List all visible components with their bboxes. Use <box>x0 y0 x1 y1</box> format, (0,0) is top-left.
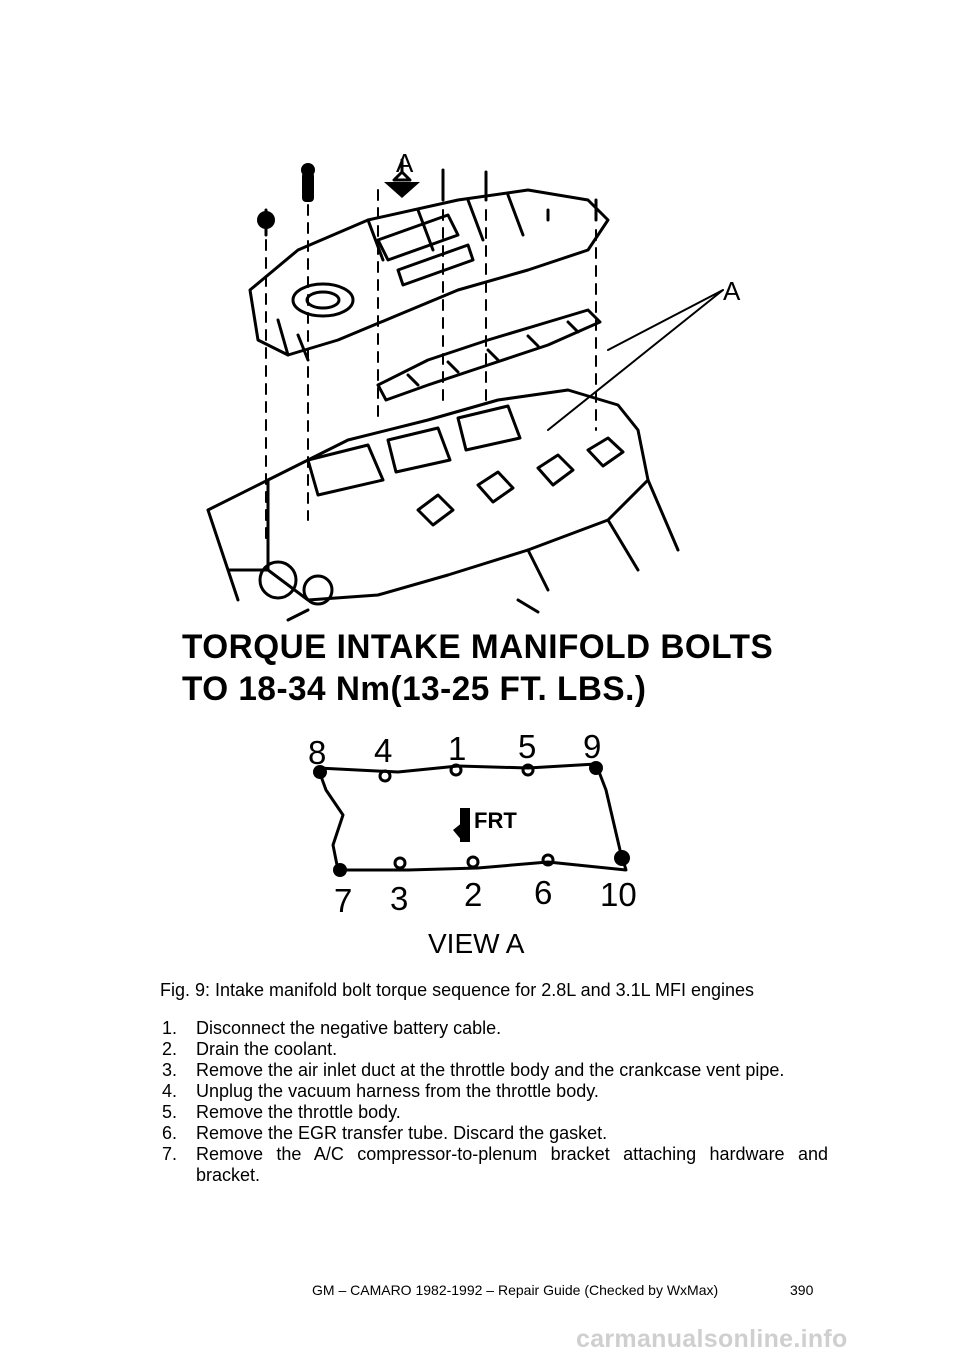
step-number: 6. <box>162 1123 178 1143</box>
step-number: 3. <box>162 1060 178 1080</box>
step-number: 2. <box>162 1039 178 1059</box>
torque-spec-line2: TO 18-34 Nm(13-25 FT. LBS.) <box>182 670 647 708</box>
bolt-number-4: 4 <box>374 732 393 769</box>
step-item: 2. Drain the coolant. <box>160 1039 828 1060</box>
bolt-number-8: 8 <box>308 734 327 771</box>
step-text: Unplug the vacuum harness from the throt… <box>196 1081 599 1101</box>
bolt-number-9: 9 <box>583 728 602 765</box>
step-number: 1. <box>162 1018 178 1038</box>
manifold-figure: A A TORQUE INTAKE MANIFOLD BOLTS TO 18-3… <box>168 100 792 968</box>
bolt-number-6: 6 <box>534 874 553 911</box>
watermark-text: carmanualsonline.info <box>576 1325 848 1353</box>
page-number: 390 <box>790 1282 814 1298</box>
step-text: Remove the air inlet duct at the throttl… <box>196 1060 785 1080</box>
bolt-number-10: 10 <box>600 876 637 913</box>
step-item: 3. Remove the air inlet duct at the throt… <box>160 1060 828 1081</box>
view-a-label: VIEW A <box>428 928 525 959</box>
step-number: 5. <box>162 1102 178 1122</box>
step-text: Disconnect the negative battery cable. <box>196 1018 502 1038</box>
step-item: 1. Disconnect the negative battery cable. <box>160 1018 828 1039</box>
figure-caption: Fig. 9: Intake manifold bolt torque sequ… <box>160 980 755 1000</box>
step-item: 5. Remove the throttle body. <box>160 1102 828 1123</box>
footer-title: GM – CAMARO 1982-1992 – Repair Guide (Ch… <box>312 1282 719 1298</box>
engine-illustration <box>206 158 724 877</box>
callout-a-top: A <box>396 148 414 178</box>
step-text: Drain the coolant. <box>196 1039 338 1059</box>
bolt-number-3: 3 <box>390 880 409 917</box>
front-label: FRT <box>474 808 517 833</box>
step-number: 7. <box>162 1144 178 1164</box>
step-text: Remove the A/C compressor-to-plenum brac… <box>196 1144 828 1185</box>
bolt-number-5: 5 <box>518 728 537 765</box>
step-item: 6. Remove the EGR transfer tube. Discard … <box>160 1123 828 1144</box>
step-number: 4. <box>162 1081 178 1101</box>
procedure-steps: 1. Disconnect the negative battery cable.… <box>160 1018 828 1186</box>
step-item: 7. Remove the A/C compressor-to-plenum br… <box>160 1144 828 1186</box>
bolt-number-2: 2 <box>464 876 483 913</box>
callout-a-right: A <box>723 276 741 306</box>
step-item: 4. Unplug the vacuum harness from the thr… <box>160 1081 828 1102</box>
step-text: Remove the EGR transfer tube. Discard th… <box>196 1123 608 1143</box>
step-text: Remove the throttle body. <box>196 1102 401 1122</box>
bolt-number-7: 7 <box>334 882 353 919</box>
torque-spec-line1: TORQUE INTAKE MANIFOLD BOLTS <box>182 628 774 666</box>
bolt-number-1: 1 <box>448 730 467 767</box>
